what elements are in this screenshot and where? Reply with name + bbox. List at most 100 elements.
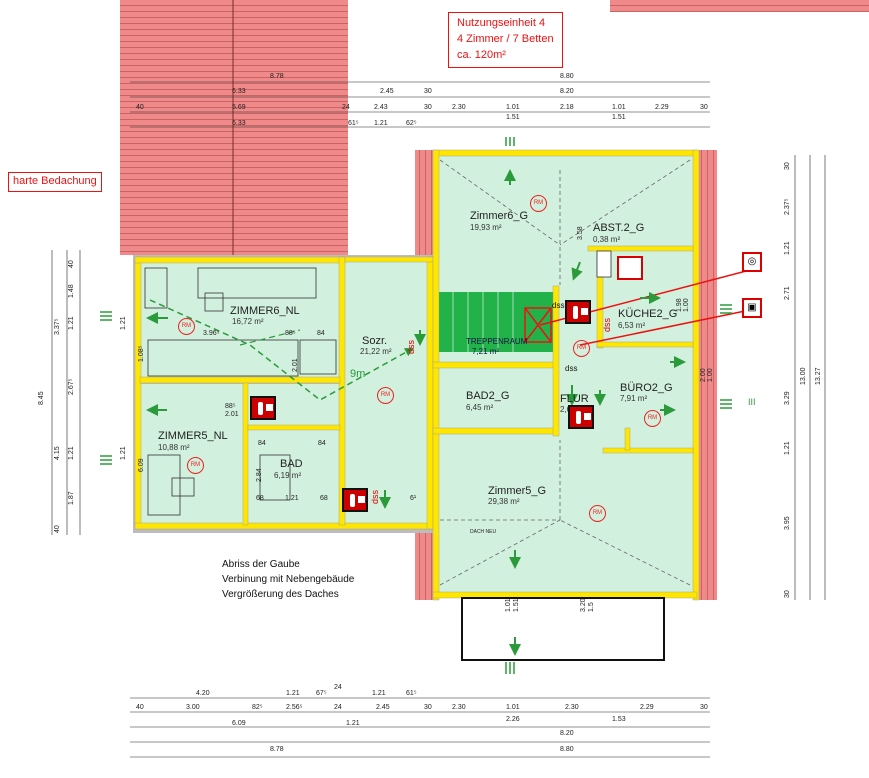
dim-bottom: 24 — [334, 704, 342, 711]
room-zimmer5-nl-area: 10,88 m² — [158, 443, 190, 452]
dim-bottom: 4.20 — [196, 690, 210, 697]
dim-bottom: 24 — [334, 684, 342, 691]
escape-route-line — [149, 299, 414, 401]
room-buero2-g-area: 7,91 m² — [620, 394, 648, 403]
room-zimmer6-nl-area: 16,72 m² — [232, 317, 264, 326]
dim-left: 3.37⁵ — [54, 318, 61, 335]
dim-bottom: 67⁵ — [316, 690, 327, 697]
dim-bottom: 1.21 — [372, 690, 386, 697]
fire-extinguisher-icon — [565, 300, 591, 324]
fire-extinguisher-icon — [250, 396, 276, 420]
room-abst2-g-area: 0,38 m² — [593, 235, 621, 244]
smoke-detector-icon: RM — [589, 505, 606, 522]
room-zimmer6-g-name: Zimmer6_G — [470, 210, 529, 222]
dim-bottom: 2.30 — [452, 704, 466, 711]
fire-extinguisher-icon — [617, 256, 643, 280]
room-flur-name: FLUR — [560, 393, 589, 405]
dim-right: 1.21 — [784, 241, 791, 255]
dim-inner: 84 — [258, 440, 266, 447]
smoke-detector-icon: RM — [644, 410, 661, 427]
dim-inner: 1.08⁵ — [138, 345, 145, 362]
dim-right: 3.95 — [784, 516, 791, 530]
dim-bottom: 8.20 — [560, 730, 574, 737]
window-mark: III — [748, 397, 756, 407]
dim-bottom: 2.56⁵ — [286, 704, 303, 711]
dim-left: 2.67⁵ — [68, 378, 75, 395]
dim-right: 2.37⁵ — [784, 198, 791, 215]
dim-bottom: 2.29 — [640, 704, 654, 711]
dim-top: 2.18 — [560, 104, 574, 111]
dss-label: dss — [565, 364, 578, 373]
dim-left: 40 — [54, 525, 61, 533]
dim-right: 2.71 — [784, 286, 791, 300]
dim-right: 30 — [784, 162, 791, 170]
dim-inner: 6.09 — [138, 458, 145, 472]
room-bad-area: 6,19 m² — [274, 471, 302, 480]
dim-inner: 3.58 — [577, 226, 584, 240]
dim-inner: 68 — [256, 495, 264, 502]
room-kueche2-g-name: KÜCHE2_G — [618, 308, 678, 320]
right-wing — [432, 149, 700, 661]
dim-bottom: 1.21 — [286, 690, 300, 697]
dim-top: 30 — [424, 104, 432, 111]
room-zimmer5-g-area: 29,38 m² — [488, 497, 520, 506]
dim-right: 3.29 — [784, 391, 791, 405]
dim-left: 1.21 — [120, 316, 127, 330]
room-sozr-name: Sozr. — [362, 335, 388, 347]
dim-bottom: 8.78 — [270, 746, 284, 753]
dim-inner: 1.21 — [285, 495, 299, 502]
dim-top: 5.69 — [232, 104, 246, 111]
dim-bottom: 82⁵ — [252, 704, 263, 711]
dim-right: 1.00 — [707, 368, 714, 382]
dim-bottom: 2.26 — [506, 716, 520, 723]
dim-left: 4.15 — [54, 446, 61, 460]
dim-bottom: 2.45 — [376, 704, 390, 711]
dim-top: 61⁵ — [348, 120, 359, 127]
room-zimmer6-nl-name: ZIMMER6_NL — [230, 305, 300, 317]
smoke-detector-icon: RM — [187, 457, 204, 474]
dim-top: 8.20 — [560, 88, 574, 95]
dim-inner: 84 — [317, 330, 325, 337]
dim-inner: 2.01 — [225, 411, 239, 418]
room-sozr-area: 21,22 m² — [360, 347, 392, 356]
room-bad2-g-name: BAD2_G — [466, 390, 510, 402]
room-bad-name: BAD — [280, 458, 303, 470]
dim-inner: 3.96⁵ — [203, 330, 220, 337]
smoke-detector-icon: RM — [178, 318, 195, 335]
dim-inner: 84 — [318, 440, 326, 447]
dim-top: 6.33 — [232, 88, 246, 95]
dim-top: 1.01 — [506, 104, 520, 111]
room-kueche2-g-area: 6,53 m² — [618, 321, 646, 330]
dim-top: 8.80 — [560, 73, 574, 80]
dim-right: 1.21 — [784, 441, 791, 455]
dim-right: 30 — [784, 590, 791, 598]
dim-bottom: 8.80 — [560, 746, 574, 753]
dim-left: 1.21 — [68, 316, 75, 330]
usage-unit-rooms: 4 Zimmer / 7 Betten — [457, 32, 554, 45]
note-line: Verbinung mit Nebengebäude — [222, 574, 355, 585]
dim-inner: 68 — [320, 495, 328, 502]
room-bad2-g-area: 6,45 m² — [466, 403, 494, 412]
dim-bottom: 2.30 — [565, 704, 579, 711]
dss-label: dss — [602, 317, 613, 333]
dim-left: 8.45 — [38, 391, 45, 405]
dim-top: 1.51 — [506, 114, 520, 121]
dss-label: dss — [370, 489, 381, 505]
dim-left: 1.87 — [68, 491, 75, 505]
dim-inner: 1.5 — [588, 602, 595, 612]
dach-neu-label: DACH NEU — [470, 529, 497, 535]
fire-extinguisher-icon — [342, 488, 368, 512]
room-treppenraum-name: TREPPENRAUM — [466, 337, 528, 346]
room-abst2-g-name: ABST.2_G — [593, 222, 645, 234]
notes-block: Abriss der Gaube Verbinung mit Nebengebä… — [222, 557, 354, 602]
dim-bottom: 30 — [424, 704, 432, 711]
fire-hose-icon: ◎ — [742, 252, 762, 272]
dss-label: dss — [406, 339, 417, 355]
dss-label: dss — [552, 301, 565, 310]
dim-right: 13.27 — [815, 367, 822, 385]
dim-left: 1.21 — [120, 446, 127, 460]
dim-top: 2.30 — [452, 104, 466, 111]
note-line: Abriss der Gaube — [222, 559, 300, 570]
dim-inner: 6¹ — [410, 495, 417, 502]
